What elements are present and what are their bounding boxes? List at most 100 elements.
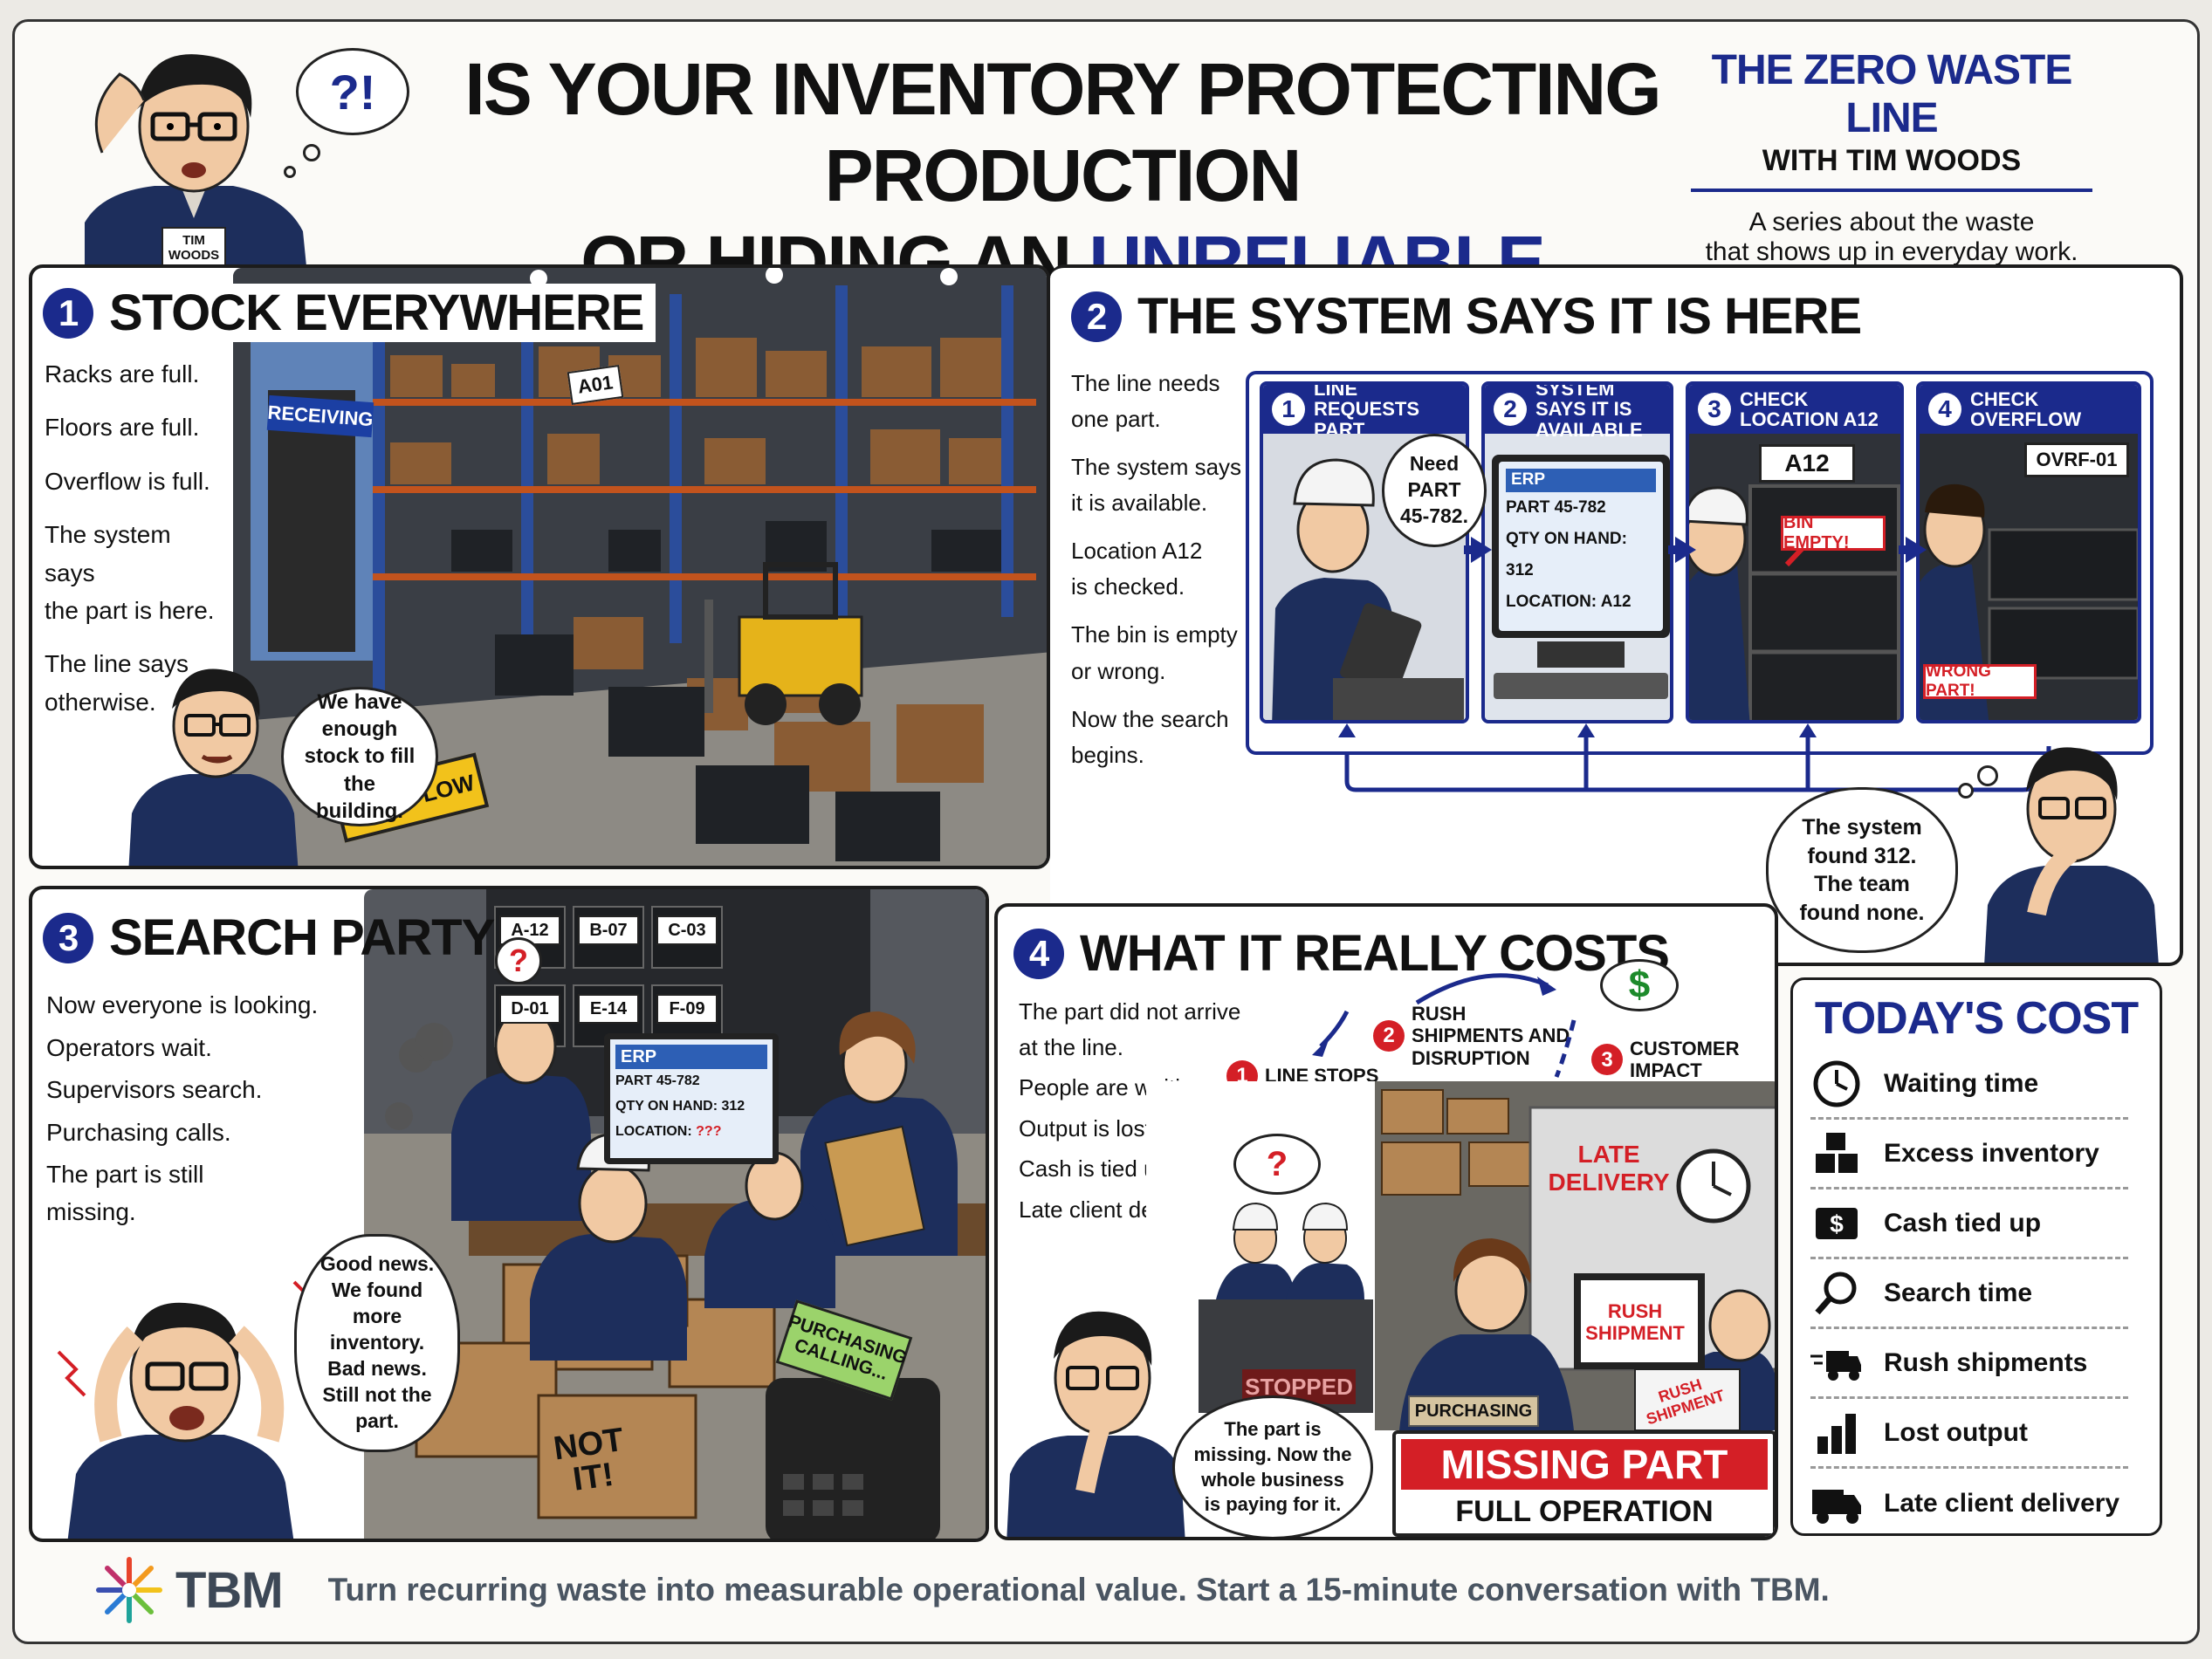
banner-line-1: MISSING PART [1401,1439,1768,1490]
step4-number: 4 [1928,393,1961,426]
cost-item-label: Search time [1884,1278,2033,1307]
panel4-number: 4 [1013,928,1064,979]
thought-dot [1977,765,1998,786]
cost-arrows [1312,973,1577,1078]
truck-fast-icon [1810,1337,1863,1389]
p1-line: the part is here. [45,596,215,624]
p2-line: Location A12 [1071,538,1203,565]
erp-location-unknown: ??? [696,1123,722,1139]
worker-tablet-art [1263,434,1466,720]
p2-line: begins. [1071,741,1144,768]
search-illustration: A-12 B-07 C-03 D-01 E-14 F-09 ERP PART 4… [364,889,986,1539]
p4-line: The part did not arrive [1019,998,1241,1025]
tim-stressed-character [50,1247,329,1539]
p2-line: Now the search [1071,705,1229,732]
p1-line: Racks are full. [45,360,200,387]
p2-line: The system says [1071,454,1242,481]
late-delivery-sign: LATE DELIVERY [1548,1140,1670,1196]
purchasing-label: PURCHASING [1408,1395,1539,1427]
question-thought: ? [1233,1134,1321,1195]
p1-line: The system says [45,521,171,586]
overflow-bin-sign: OVRF-01 [2024,442,2129,477]
panel2-title: THE SYSTEM SAYS IT IS HERE [1137,288,1862,345]
panel-what-it-costs: 4 WHAT IT REALLY COSTS The part did not … [994,903,1778,1540]
p2-line: The bin is empty [1071,621,1238,648]
step3-number: 3 [1698,393,1731,426]
p4-line: Output is lost. [1019,1114,1158,1141]
cost-step-2: 2 RUSH SHIPMENTS AND DISRUPTION [1373,1003,1583,1069]
title-line-1: IS YOUR INVENTORY PROTECTING PRODUCTION [464,48,1661,217]
panel1-speech-bubble: We have enough stock to fill the buildin… [281,687,438,826]
banner-line-2: FULL OPERATION IMPACT [1455,1495,1714,1533]
panel4-heading: 4 WHAT IT REALLY COSTS [1013,924,1670,983]
cost-item-waiting: Waiting time [1810,1050,2128,1120]
panel3-number: 3 [43,912,93,963]
tbm-brand: TBM [175,1561,284,1619]
erp-location: LOCATION: A12 [1506,592,1632,611]
series-desc-2: that shows up in everyday work. [1705,237,2078,266]
series-divider [1691,189,2092,192]
cost-item-output: Lost output [1810,1399,2128,1469]
keyboard [1494,673,1668,699]
panel1-text: Racks are full. Floors are full. Overflo… [45,355,228,733]
cost-item-label: Lost output [1884,1417,2028,1447]
infographic-page: TIM WOODS ?! IS YOUR INVENTORY PROTECTIN… [12,19,2200,1644]
panel1-heading: 1 STOCK EVERYWHERE [43,284,656,342]
series-subtitle: WITH TIM WOODS [1762,144,2022,177]
erp-qty: QTY ON HAND: 312 [615,1098,745,1114]
name-badge: TIM WOODS [161,227,226,271]
panel2-heading: 2 THE SYSTEM SAYS IT IS HERE [1071,287,1862,346]
p3-line: Now everyone is looking. [46,991,319,1018]
wrong-part-label: WRONG PART! [1923,662,2037,700]
p1-line: Floors are full. [45,414,200,442]
cost-step-2-num: 2 [1373,1019,1405,1052]
p1-line: otherwise. [45,688,156,716]
panel3-heading: 3 SEARCH PARTY [43,908,495,967]
p3-line: Operators wait. [46,1033,212,1061]
cost-item-label: Late client delivery [1884,1489,2120,1518]
thought-bubble-header: ?! [296,48,409,135]
panel3-title: SEARCH PARTY [109,909,495,966]
erp-qty: QTY ON HAND: 312 [1506,529,1627,579]
panel-search-party: 3 SEARCH PARTY Now everyone is looking. … [29,886,989,1542]
panel1-title: STOCK EVERYWHERE [109,284,644,341]
step2-label: SYSTEM SAYS IT IS AVAILABLE [1535,381,1643,441]
cost-item-excess: Excess inventory [1810,1120,2128,1189]
cost-item-label: Cash tied up [1884,1208,2042,1237]
missing-part-banner: MISSING PART FULL OPERATION IMPACT [1392,1430,1775,1537]
header-character: TIM WOODS [50,31,338,275]
series-desc-1: A series about the waste [1748,208,2035,237]
cost-item-cash: $ Cash tied up [1810,1189,2128,1259]
rush-shipment-screen: RUSH SHIPMENT [1585,1299,1685,1344]
receiving-sign: RECEIVING [266,394,374,438]
cost-item-late: Late client delivery [1810,1469,2128,1533]
p1-line: Overflow is full. [45,467,210,495]
cost-item-label: Rush shipments [1884,1347,2088,1377]
dollar-icon: $ [1810,1197,1863,1250]
not-it-box-label: NOT IT! [551,1421,626,1498]
boxes-icon [1810,1128,1863,1180]
warehouse-illustration: RECEIVING A01 OVERFLOW [233,268,1047,866]
cost-item-label: Excess inventory [1884,1138,2099,1168]
panel1-number: 1 [43,287,93,339]
erp-monitor: ERP PART 45-782 QTY ON HAND: 312 LOCATIO… [1492,455,1670,638]
dollar-cloud: $ [1600,959,1679,1011]
panel2-thought-bubble: The system found 312. The team found non… [1766,787,1958,953]
step1-number: 1 [1272,393,1305,426]
thought-dot [303,144,320,161]
bin-label: D-01 [499,994,560,1024]
cost-item-rush: Rush shipments [1810,1329,2128,1399]
cost-list: Waiting time Excess inventory $ Cash tie… [1793,1045,2160,1533]
panel4-speech-bubble: The part is missing. Now the whole busin… [1172,1395,1373,1537]
p4-line: at the line. [1019,1033,1123,1060]
erp-location: LOCATION: ??? [615,1123,722,1139]
p1-line: The line says [45,650,189,678]
tbm-logo-icon [93,1554,165,1626]
tim-worried-character [998,1273,1207,1537]
panel3-speech-bubble: Good news. We found more inventory. Bad … [294,1234,460,1452]
monitor-stand [1537,641,1625,668]
clock-icon [1810,1058,1863,1110]
